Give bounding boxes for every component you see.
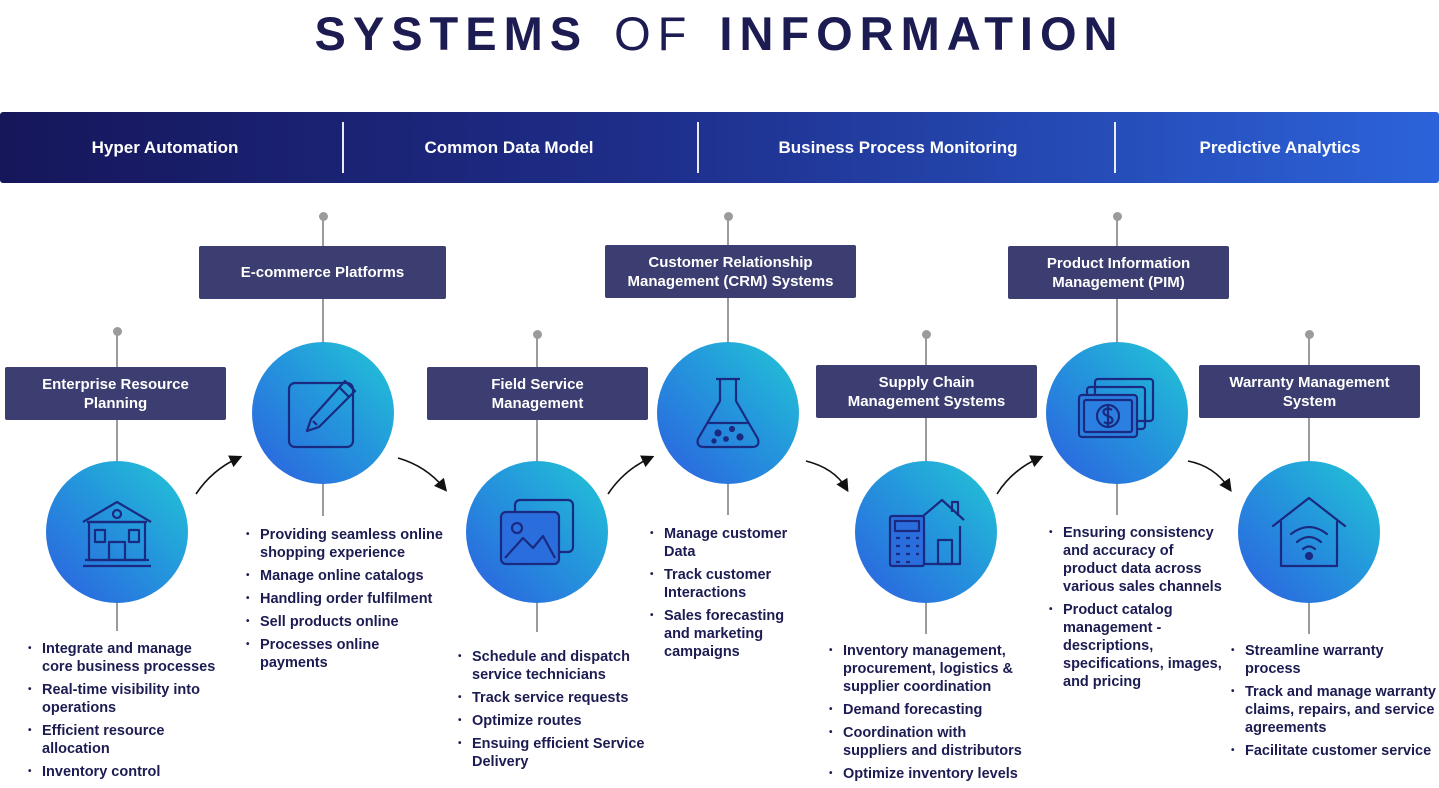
list-item: Schedule and dispatch service technician… — [458, 648, 658, 684]
house-building-icon — [46, 461, 188, 603]
flow-arrow — [1187, 460, 1232, 492]
list-item: Demand forecasting — [829, 701, 1029, 719]
title-word-1: SYSTEMS — [314, 7, 589, 60]
pencil-edit-icon — [252, 342, 394, 484]
list-item: Sell products online — [246, 613, 446, 631]
system-label: Product Information Management (PIM) — [1008, 246, 1229, 299]
list-item: Ensuring consistency and accuracy of pro… — [1049, 524, 1224, 596]
list-item: Streamline warranty process — [1231, 642, 1436, 678]
money-bills-icon — [1046, 342, 1188, 484]
connector-dot — [319, 212, 328, 221]
list-item: Providing seamless online shopping exper… — [246, 526, 446, 562]
banner-item-hyper-automation: Hyper Automation — [91, 138, 239, 157]
system-label: Field Service Management — [427, 367, 648, 420]
list-item: Optimize inventory levels — [829, 765, 1029, 783]
list-item: Manage customer Data — [650, 525, 810, 561]
system-label: Enterprise Resource Planning — [5, 367, 226, 420]
feature-list: Ensuring consistency and accuracy of pro… — [1049, 524, 1224, 696]
list-item: Inventory management, procurement, logis… — [829, 642, 1029, 696]
list-item: Optimize routes — [458, 712, 658, 730]
connector-dot — [724, 212, 733, 221]
list-item: Track service requests — [458, 689, 658, 707]
connector-dot — [533, 330, 542, 339]
feature-list: Inventory management, procurement, logis… — [829, 642, 1029, 788]
system-label: Supply Chain Management Systems — [816, 365, 1037, 418]
flow-arrow — [607, 455, 655, 495]
banner-item-common-data-model: Common Data Model — [424, 138, 594, 157]
list-item: Coordination with suppliers and distribu… — [829, 724, 1029, 760]
flow-arrow — [805, 460, 849, 493]
list-item: Handling order fulfilment — [246, 590, 446, 608]
capabilities-banner: Hyper Automation Common Data Model Busin… — [0, 112, 1439, 183]
calculator-house-icon — [855, 461, 997, 603]
system-label: Customer Relationship Management (CRM) S… — [605, 245, 856, 298]
feature-list: Providing seamless online shopping exper… — [246, 526, 446, 677]
list-item: Ensuing efficient Service Delivery — [458, 735, 658, 771]
list-item: Efficient resource allocation — [28, 722, 218, 758]
banner-divider — [697, 122, 699, 173]
connector-dot — [1113, 212, 1122, 221]
system-label: Warranty Management System — [1199, 365, 1420, 418]
flow-arrow — [996, 455, 1044, 495]
banner-item-process-monitoring: Business Process Monitoring — [778, 138, 1018, 157]
connector-dot — [922, 330, 931, 339]
list-item: Track and manage warranty claims, repair… — [1231, 683, 1436, 737]
connector-dot — [113, 327, 122, 336]
system-label: E-commerce Platforms — [199, 246, 446, 299]
flow-arrow — [397, 457, 448, 492]
title-word-3: INFORMATION — [719, 7, 1125, 60]
banner-divider — [1114, 122, 1116, 173]
list-item: Track customer Interactions — [650, 566, 810, 602]
list-item: Integrate and manage core business proce… — [28, 640, 218, 676]
flow-arrow — [195, 455, 243, 495]
list-item: Processes online payments — [246, 636, 446, 672]
feature-list: Manage customer Data Track customer Inte… — [650, 525, 810, 666]
list-item: Facilitate customer service — [1231, 742, 1436, 760]
feature-list: Streamline warranty process Track and ma… — [1231, 642, 1436, 765]
banner-item-predictive-analytics: Predictive Analytics — [1199, 138, 1361, 157]
feature-list: Integrate and manage core business proce… — [28, 640, 218, 786]
list-item: Inventory control — [28, 763, 218, 781]
flask-icon — [657, 342, 799, 484]
connector-dot — [1305, 330, 1314, 339]
page-title: SYSTEMS OF INFORMATION — [0, 6, 1439, 61]
list-item: Sales forecasting and marketing campaign… — [650, 607, 810, 661]
title-word-2: OF — [614, 7, 694, 60]
image-gallery-icon — [466, 461, 608, 603]
list-item: Real-time visibility into operations — [28, 681, 218, 717]
smart-home-wifi-icon — [1238, 461, 1380, 603]
banner-divider — [342, 122, 344, 173]
feature-list: Schedule and dispatch service technician… — [458, 648, 658, 776]
list-item: Manage online catalogs — [246, 567, 446, 585]
list-item: Product catalog management - description… — [1049, 601, 1224, 691]
